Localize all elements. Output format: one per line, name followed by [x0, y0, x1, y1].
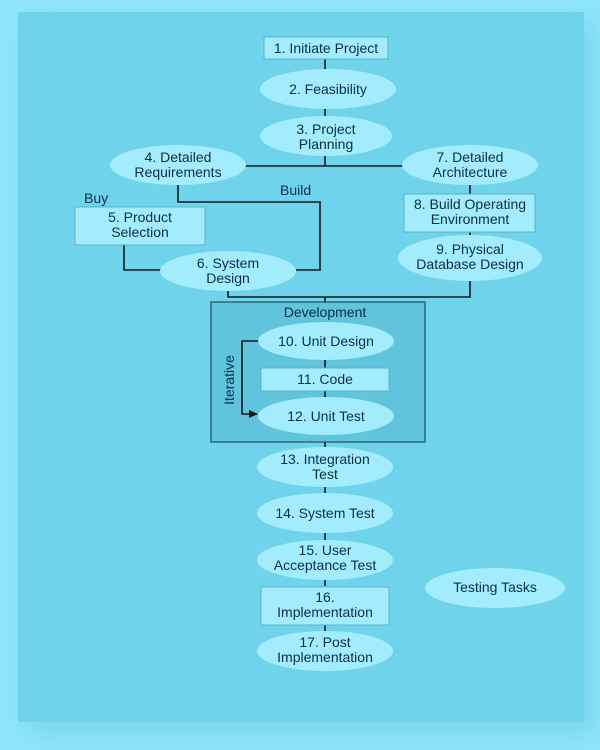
iterative-label: Iterative — [221, 355, 237, 405]
step-15-label-line2: Acceptance Test — [274, 557, 377, 573]
step-12-unit-test: 12. Unit Test — [258, 397, 394, 435]
step-16-implementation: 16. Implementation — [260, 586, 390, 626]
step-10-label: 10. Unit Design — [278, 333, 374, 349]
step-14-label: 14. System Test — [275, 505, 374, 521]
buy-label: Buy — [84, 190, 108, 206]
step-9-physical-database-design: 9. Physical Database Design — [398, 235, 542, 281]
step-4-label-line1: 4. Detailed — [145, 149, 212, 165]
step-7-detailed-architecture: 7. Detailed Architecture — [402, 145, 538, 185]
step-9-label-line1: 9. Physical — [436, 241, 504, 257]
step-7-label-line1: 7. Detailed — [437, 149, 504, 165]
step-17-label-line2: Implementation — [277, 649, 373, 665]
step-17-label-line1: 17. Post — [299, 634, 350, 650]
step-11-code: 11. Code — [260, 367, 390, 392]
step-6-system-design: 6. System Design — [160, 251, 296, 291]
step-5-product-selection: 5. Product Selection — [74, 206, 206, 246]
step-5-label-line2: Selection — [111, 224, 169, 240]
step-6-label-line1: 6. System — [197, 255, 259, 271]
step-2-feasibility: 2. Feasibility — [260, 69, 396, 109]
step-6-label-line2: Design — [206, 270, 250, 286]
step-1-initiate-project: 1. Initiate Project — [263, 36, 389, 60]
step-11-label: 11. Code — [297, 371, 353, 387]
step-14-system-test: 14. System Test — [257, 493, 393, 533]
step-8-label-line1: 8. Build Operating — [414, 196, 526, 212]
step-3-label-line2: Planning — [299, 136, 354, 152]
step-1-label: 1. Initiate Project — [274, 40, 378, 56]
step-2-label: 2. Feasibility — [289, 81, 367, 97]
step-15-label-line1: 15. User — [299, 542, 352, 558]
step-4-detailed-requirements: 4. Detailed Requirements — [110, 145, 246, 185]
step-13-integration-test: 13. Integration Test — [257, 447, 393, 487]
development-label: Development — [284, 304, 367, 320]
step-16-label-line2: Implementation — [277, 604, 373, 620]
testing-tasks-label: Testing Tasks — [453, 579, 537, 595]
step-17-post-implementation: 17. Post Implementation — [257, 631, 393, 671]
step-8-build-operating-environment: 8. Build Operating Environment — [403, 193, 536, 233]
iterative-arrow — [241, 340, 260, 418]
step-13-label-line2: Test — [312, 466, 338, 482]
step-16-label-line1: 16. — [315, 589, 334, 605]
step-12-label: 12. Unit Test — [287, 408, 365, 424]
step-10-unit-design: 10. Unit Design — [258, 322, 394, 360]
build-label: Build — [280, 182, 311, 198]
step-15-user-acceptance-test: 15. User Acceptance Test — [257, 540, 393, 580]
testing-tasks-legend: Testing Tasks — [425, 568, 565, 608]
connectors — [123, 56, 471, 631]
step-9-label-line2: Database Design — [416, 256, 523, 272]
step-3-label-line1: 3. Project — [296, 121, 355, 137]
step-7-label-line2: Architecture — [433, 164, 508, 180]
step-8-label-line2: Environment — [431, 211, 510, 227]
step-4-label-line2: Requirements — [134, 164, 221, 180]
step-13-label-line1: 13. Integration — [280, 451, 370, 467]
step-3-project-planning: 3. Project Planning — [260, 116, 392, 156]
step-5-label-line1: 5. Product — [108, 209, 172, 225]
